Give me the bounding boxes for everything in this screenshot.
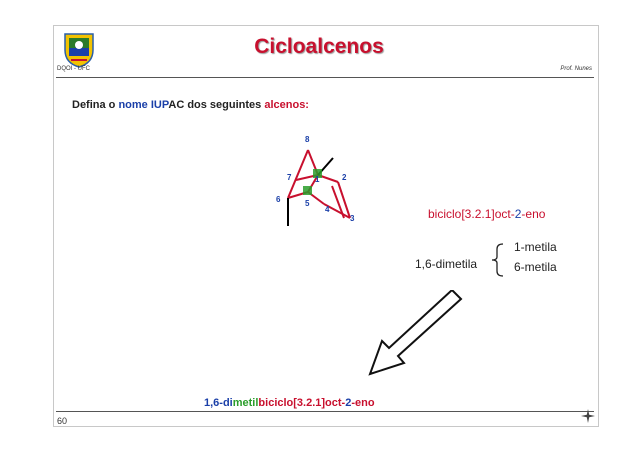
atom-label-8: 8 (305, 135, 310, 144)
final-locants: 1,6-di (204, 397, 233, 409)
parent-name-locant: 2 (514, 207, 522, 221)
slide-title: Cicloalcenos (254, 35, 384, 58)
atom-label-2: 2 (342, 173, 347, 182)
substituent-2: 6-metila (514, 260, 557, 274)
bicyclic-structure: 8 7 1 2 6 5 4 3 (276, 135, 355, 226)
brace-icon (491, 243, 504, 277)
final-answer: 1,6-dimetilbiciclo[3.2.1]oct-2-eno (204, 397, 375, 409)
header-divider (56, 77, 594, 78)
ufc-logo (64, 33, 94, 68)
atom-label-6: 6 (276, 195, 281, 204)
question-alcenos: alcenos: (264, 99, 309, 111)
bond-3-4 (323, 203, 351, 219)
question-iup: IUP (147, 99, 169, 111)
question-ac: AC dos seguintes (168, 99, 265, 111)
final-suffix: -eno (351, 397, 375, 409)
institution-label: DQOI - UFC (57, 66, 90, 72)
footer-divider (56, 411, 594, 412)
atom-label-3: 3 (350, 214, 355, 223)
parent-name-suffix: -eno (521, 207, 546, 221)
author-label: Prof. Nunes (560, 66, 592, 72)
final-parent: biciclo[3.2.1]oct- (258, 397, 346, 409)
question-prefix: Defina o (72, 99, 119, 111)
substituent-1: 1-metila (514, 240, 557, 254)
atom-label-4: 4 (325, 205, 330, 214)
atom-label-1: 1 (315, 175, 320, 184)
bond-8-6 (287, 149, 309, 199)
bond-2-3 (337, 181, 351, 219)
parent-name-prefix: biciclo[3.2.1]oct- (428, 207, 515, 221)
substituent-group: 1,6-dimetila (415, 257, 478, 271)
slide-frame (53, 25, 599, 427)
atom-label-5: 5 (305, 199, 310, 208)
question-text: Defina o nome IUPAC dos seguintes alceno… (72, 99, 309, 111)
marker-c1 (313, 169, 322, 178)
atom-label-7: 7 (287, 173, 292, 182)
final-metil: metil (232, 397, 259, 409)
marker-c5 (303, 186, 312, 195)
final-locant: 2 (345, 397, 352, 409)
page-number: 60 (57, 416, 68, 426)
question-nome: nome (118, 99, 148, 111)
star-icon (581, 409, 595, 423)
parent-name: biciclo[3.2.1]oct-2-eno (428, 207, 545, 221)
down-left-arrow-icon (368, 290, 463, 376)
